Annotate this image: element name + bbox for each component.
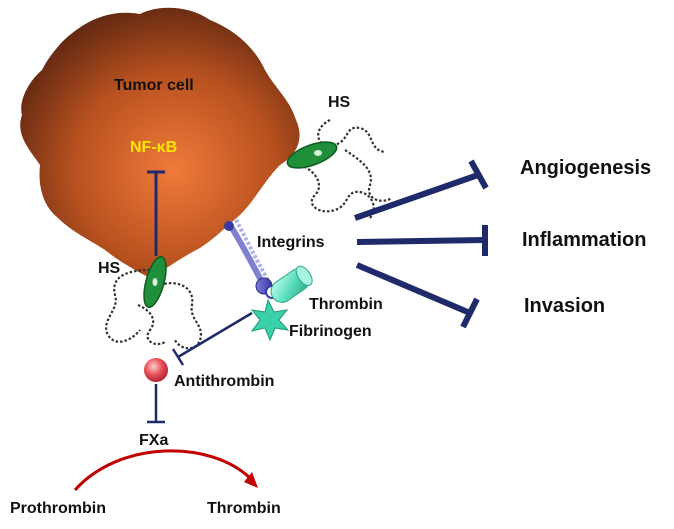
fibrinogen-star [250, 298, 290, 342]
fibrinogen-label: Fibrinogen [289, 323, 372, 340]
green-ellipse-top [286, 141, 338, 169]
antithrombin-label: Antithrombin [174, 373, 274, 390]
fxa-label: FXa [139, 432, 168, 449]
tumor-cell-label: Tumor cell [114, 77, 194, 94]
hs-chain-left [105, 268, 203, 350]
outcome-invasion: Invasion [524, 295, 605, 317]
outcome-angiogenesis: Angiogenesis [520, 157, 651, 179]
nfkb-label: NF-κB [130, 139, 177, 156]
outcome-inhibitions [354, 159, 489, 329]
thrombin-protein [270, 265, 313, 303]
outcome-inflammation: Inflammation [522, 229, 646, 251]
hs-top-label: HS [328, 94, 351, 111]
invasion-inhibition-line [355, 262, 472, 316]
conversion-arrow [73, 449, 252, 492]
integrins-label: Integrins [257, 234, 325, 251]
antithrombin-ball [144, 358, 168, 382]
hs-left-label: HS [98, 260, 121, 277]
hs-chain-top [299, 119, 393, 219]
angiogenesis-inhibition-line [354, 172, 479, 221]
integrin-receptor [224, 219, 279, 299]
prothrombin-label: Prothrombin [10, 500, 106, 517]
inflammation-inhibition-line [356, 237, 486, 245]
thrombin-product-label: Thrombin [207, 500, 281, 517]
tumor-cell-body [20, 7, 300, 278]
antithrombin-inhibition-line [177, 311, 253, 359]
thrombin-bound-label: Thrombin [309, 296, 383, 313]
